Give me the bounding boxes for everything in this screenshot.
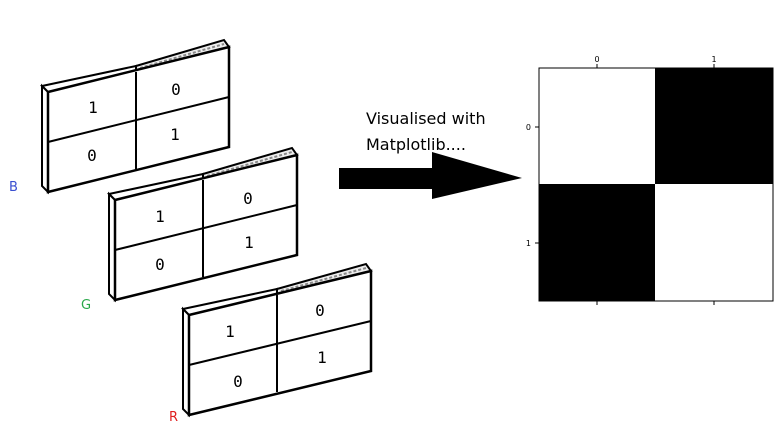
pixel-0-0	[539, 68, 655, 184]
b-cell-00: 1	[88, 98, 98, 117]
caption-line-2: Matplotlib....	[366, 135, 466, 154]
pixel-0-1	[655, 68, 773, 184]
pixel-1-0	[539, 184, 655, 301]
r-cell-11: 1	[317, 348, 327, 367]
plot-frame	[538, 67, 774, 302]
g-cell-00: 1	[155, 207, 165, 226]
arrow-right-icon	[339, 152, 522, 199]
pixel-1-1	[655, 184, 773, 301]
r-cell-10: 0	[233, 372, 243, 391]
xtick-label-1: 1	[711, 55, 716, 64]
channel-block-b: 1 0 0 1	[39, 38, 231, 195]
ytick-label-0: 0	[526, 123, 531, 132]
r-cell-01: 0	[315, 301, 325, 320]
b-cell-11: 1	[170, 125, 180, 144]
r-cell-00: 1	[225, 322, 235, 341]
g-cell-10: 0	[155, 255, 165, 274]
g-cell-01: 0	[243, 189, 253, 208]
caption-line-1: Visualised with	[366, 109, 486, 128]
matplotlib-plot: 0 1 0 1	[526, 55, 774, 305]
b-cell-01: 0	[171, 80, 181, 99]
channel-label-r: R	[169, 410, 178, 425]
channel-block-g: 1 0 0 1	[106, 146, 299, 303]
channel-block-r: 1 0 0 1	[180, 262, 373, 418]
b-cell-10: 0	[87, 146, 97, 165]
ytick-label-1: 1	[526, 239, 531, 248]
channel-label-g: G	[81, 298, 91, 313]
channel-label-b: B	[9, 180, 18, 195]
g-cell-11: 1	[244, 233, 254, 252]
xtick-label-0: 0	[594, 55, 599, 64]
